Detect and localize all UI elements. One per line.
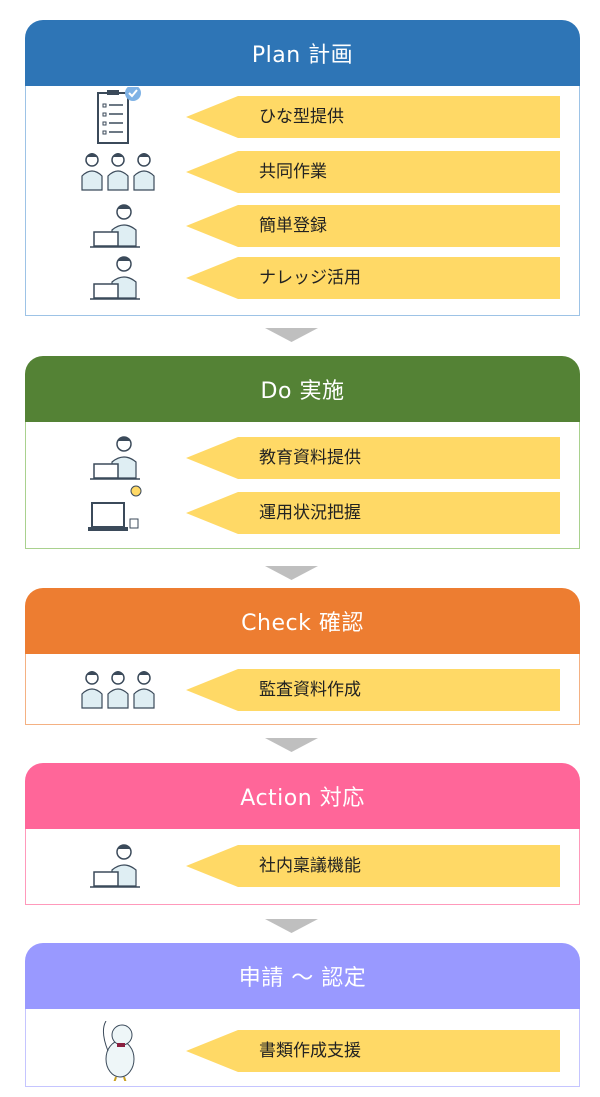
feature-label: 書類作成支援 xyxy=(259,1041,361,1061)
section-header: Action 対応 xyxy=(25,763,580,829)
section-3: Action 対応 社内稟議機能 xyxy=(25,763,580,905)
section-body: 書類作成支援 xyxy=(25,1009,580,1087)
feature-arrow: 簡単登録 xyxy=(186,205,560,247)
feature-label: ひな型提供 xyxy=(259,107,344,127)
checklist-clipboard-icon xyxy=(78,85,158,147)
feature-arrow: 社内稟議機能 xyxy=(186,845,560,887)
feature-label: 監査資料作成 xyxy=(259,680,361,700)
feature-label: 共同作業 xyxy=(259,162,327,182)
section-title: Check 確認 xyxy=(241,611,364,636)
feature-row: 教育資料提供 xyxy=(26,436,579,480)
feature-row: 社内稟議機能 xyxy=(26,844,579,888)
section-header: Plan 計画 xyxy=(25,20,580,86)
feature-label: 運用状況把握 xyxy=(259,503,361,523)
feature-arrow: ひな型提供 xyxy=(186,96,560,138)
section-2: Check 確認 監査資料作成 xyxy=(25,588,580,725)
laptop-lightbulb-icon xyxy=(78,483,158,543)
down-arrow-icon xyxy=(265,737,318,752)
feature-row: ひな型提供 xyxy=(26,85,579,144)
feature-label: 簡単登録 xyxy=(259,216,327,236)
feature-row: ナレッジ活用 xyxy=(26,256,579,300)
feature-row: 運用状況把握 xyxy=(26,485,579,535)
feature-arrow: 運用状況把握 xyxy=(186,492,560,534)
team-people-icon xyxy=(78,142,158,202)
feature-arrow: 書類作成支援 xyxy=(186,1030,560,1072)
feature-row: 書類作成支援 xyxy=(26,1020,579,1084)
down-arrow-icon xyxy=(265,918,318,933)
section-title: 申請 ～ 認定 xyxy=(238,966,367,991)
section-header: Check 確認 xyxy=(25,588,580,654)
section-0: Plan 計画 ひな型提供 共同作業 簡単登録 ナレッジ活用 xyxy=(25,20,580,316)
feature-arrow: ナレッジ活用 xyxy=(186,257,560,299)
section-body: ひな型提供 共同作業 簡単登録 ナレッジ活用 xyxy=(25,85,580,316)
feature-row: 監査資料作成 xyxy=(26,668,579,712)
feature-arrow: 教育資料提供 xyxy=(186,437,560,479)
down-arrow-icon xyxy=(265,327,318,342)
teacher-presenting-icon xyxy=(78,428,158,488)
section-header: Do 実施 xyxy=(25,356,580,422)
section-title: Plan 計画 xyxy=(251,43,354,68)
down-arrow-icon xyxy=(265,565,318,580)
feature-arrow: 監査資料作成 xyxy=(186,669,560,711)
person-idea-laptop-icon xyxy=(78,248,158,308)
feature-label: 教育資料提供 xyxy=(259,448,361,468)
bird-mascot-icon xyxy=(78,1020,158,1084)
section-body: 社内稟議機能 xyxy=(25,829,580,905)
section-body: 監査資料作成 xyxy=(25,654,580,725)
feature-arrow: 共同作業 xyxy=(186,151,560,193)
section-4: 申請 ～ 認定 書類作成支援 xyxy=(25,943,580,1087)
section-1: Do 実施 教育資料提供 運用状況把握 xyxy=(25,356,580,549)
feature-label: ナレッジ活用 xyxy=(259,268,361,288)
meeting-people-icon xyxy=(78,660,158,720)
section-title: Do 実施 xyxy=(260,379,345,404)
section-header: 申請 ～ 認定 xyxy=(25,943,580,1009)
feature-label: 社内稟議機能 xyxy=(259,856,361,876)
person-laptop-approval-icon xyxy=(78,836,158,896)
feature-row: 簡単登録 xyxy=(26,204,579,248)
person-laptop-register-icon xyxy=(78,196,158,256)
section-body: 教育資料提供 運用状況把握 xyxy=(25,422,580,549)
feature-row: 共同作業 xyxy=(26,150,579,194)
section-title: Action 対応 xyxy=(240,786,365,811)
